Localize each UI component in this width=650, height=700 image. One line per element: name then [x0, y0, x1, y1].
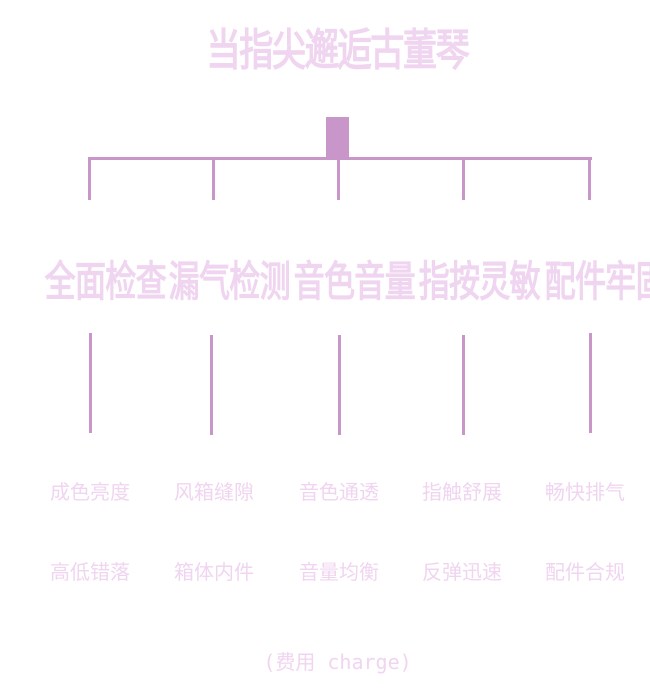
leaf-connector-1: [89, 333, 92, 433]
leaf-item: 音色通透: [299, 480, 379, 504]
branch-connector-1: [88, 157, 91, 200]
horizontal-connector: [88, 157, 592, 160]
root-node: [326, 117, 349, 159]
diagram-title: 当指尖邂逅古董琴: [206, 25, 470, 76]
leaf-connector-3: [338, 335, 341, 435]
branch-label-3: 音色音量: [293, 257, 416, 306]
leaf-connector-2: [210, 335, 213, 435]
leaf-item: 高低错落: [50, 560, 130, 584]
branch-label-2: 漏气检测: [168, 257, 291, 306]
branch-connector-2: [212, 157, 215, 200]
branch-connector-4: [462, 157, 465, 200]
leaf-item: 音量均衡: [299, 560, 379, 584]
branch-label-1: 全面检查: [44, 257, 167, 306]
leaf-item: 箱体内件: [174, 560, 254, 584]
leaf-item: 配件合规: [545, 560, 625, 584]
leaf-connector-4: [462, 335, 465, 435]
leaf-item: 风箱缝隙: [174, 480, 254, 504]
leaf-item: 反弹迅速: [422, 560, 502, 584]
leaf-item: 成色亮度: [50, 480, 130, 504]
branch-connector-3: [337, 157, 340, 200]
footer-note: (费用 charge): [263, 650, 412, 674]
leaf-connector-5: [589, 333, 592, 433]
leaf-item: 指触舒展: [422, 480, 502, 504]
branch-label-5: 配件牢固: [544, 257, 650, 306]
branch-connector-5: [588, 157, 591, 200]
branch-label-4: 指按灵敏: [418, 257, 541, 306]
leaf-item: 畅快排气: [545, 480, 625, 504]
